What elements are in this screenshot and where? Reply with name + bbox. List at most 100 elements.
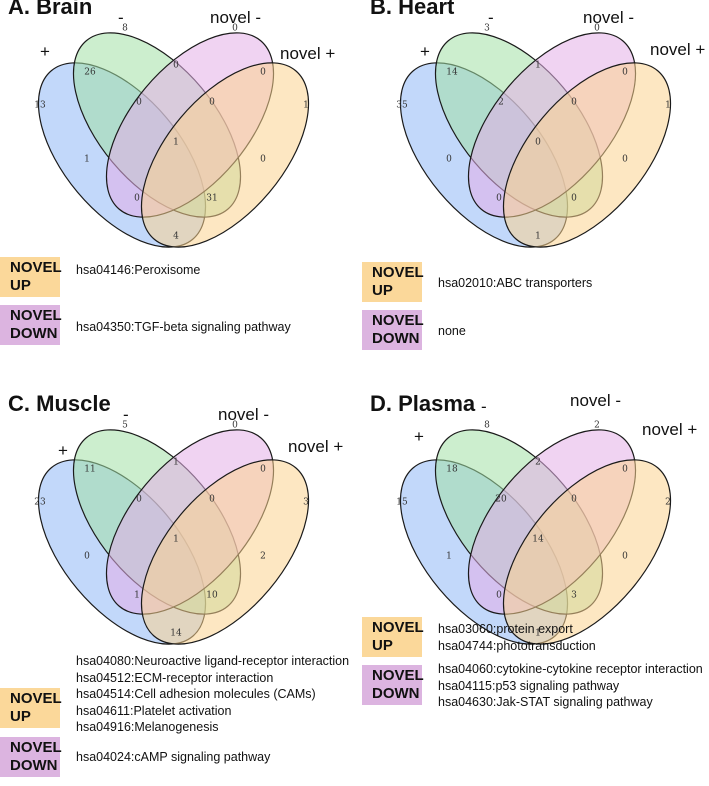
region-count-p-nm-np: 0 bbox=[134, 194, 140, 204]
region-count-m-np: 0 bbox=[622, 552, 628, 562]
novel-down-line2: DOWN bbox=[10, 757, 58, 774]
term: hsa04512:ECM-receptor interaction bbox=[76, 670, 274, 685]
set-ellipse-novel-plus bbox=[140, 459, 310, 645]
region-count-p-nm: 1 bbox=[446, 552, 452, 562]
region-count-pm: 11 bbox=[84, 465, 95, 475]
novel-up-line2: UP bbox=[372, 282, 393, 299]
novel-down-line2: DOWN bbox=[372, 685, 420, 702]
term: hsa04060:cytokine-cytokine receptor inte… bbox=[438, 662, 703, 676]
set-label-minus: - bbox=[123, 405, 129, 424]
novel-down-line1: NOVEL bbox=[372, 312, 424, 329]
region-count-p-nm-np: 0 bbox=[496, 194, 502, 204]
region-count-p-nm-np: 1 bbox=[134, 591, 140, 601]
region-count-nm-np: 0 bbox=[260, 465, 266, 475]
set-label-minus: - bbox=[481, 397, 487, 416]
novel-up-line1: NOVEL bbox=[372, 264, 424, 281]
region-count-p-np: 4 bbox=[173, 232, 179, 242]
region-count-nm: 0 bbox=[232, 24, 238, 34]
region-count-all: 1 bbox=[173, 535, 179, 545]
region-count-p-np: 14 bbox=[170, 629, 182, 639]
region-count-m-nm-np: 0 bbox=[209, 495, 215, 505]
novel-up-line2: UP bbox=[10, 277, 31, 294]
region-count-pm: 18 bbox=[446, 465, 458, 475]
novel-up-line2: UP bbox=[372, 637, 393, 654]
set-ellipse-novel-plus bbox=[502, 62, 672, 248]
set-label-novel-plus: novel + bbox=[650, 40, 706, 59]
term: hsa04611:Platelet activation bbox=[76, 703, 232, 718]
novel-up-terms: hsa04146:Peroxisome bbox=[76, 262, 200, 279]
region-count-nm: 0 bbox=[594, 24, 600, 34]
region-count-p-m-np: 0 bbox=[571, 194, 577, 204]
term: hsa04744:phototransduction bbox=[438, 638, 596, 653]
region-count-p-m-nm: 0 bbox=[136, 495, 142, 505]
region-count-np: 1 bbox=[665, 101, 671, 111]
novel-down-box: NOVEL DOWN bbox=[0, 737, 62, 777]
set-label-novel-minus: novel - bbox=[583, 8, 635, 27]
region-count-nm: 2 bbox=[594, 421, 600, 431]
novel-down-box: NOVEL DOWN bbox=[362, 310, 424, 350]
term: hsa04024:cAMP signaling pathway bbox=[76, 750, 271, 764]
novel-down-line2: DOWN bbox=[372, 330, 420, 347]
region-count-p-m-nm: 20 bbox=[495, 495, 507, 505]
region-count-pm: 14 bbox=[446, 68, 458, 78]
novel-up-terms: hsa03060:protein export hsa04744:phototr… bbox=[438, 621, 596, 654]
novel-down-terms: hsa04350:TGF-beta signaling pathway bbox=[76, 319, 291, 336]
region-count-p-np: 1 bbox=[535, 629, 541, 639]
region-count-m-nm-np: 0 bbox=[571, 98, 577, 108]
term: hsa02010:ABC transporters bbox=[438, 276, 593, 290]
region-count-p-nm: 1 bbox=[84, 155, 90, 165]
term: hsa03060:protein export bbox=[438, 622, 573, 636]
region-count-p: 23 bbox=[34, 498, 46, 508]
panel-title: C. Muscle bbox=[8, 391, 111, 416]
novel-up-box: NOVEL UP bbox=[0, 257, 62, 297]
novel-down-terms: hsa04024:cAMP signaling pathway bbox=[76, 749, 270, 766]
set-label-novel-plus: novel + bbox=[280, 44, 336, 63]
region-count-pm: 26 bbox=[84, 68, 96, 78]
set-label-novel-minus: novel - bbox=[218, 405, 270, 424]
novel-up-box: NOVEL UP bbox=[362, 262, 424, 302]
term: hsa04350:TGF-beta signaling pathway bbox=[76, 320, 291, 334]
region-count-p-nm: 0 bbox=[84, 552, 90, 562]
set-ellipse-novel-plus bbox=[140, 62, 310, 248]
term: hsa04916:Melanogenesis bbox=[76, 720, 219, 734]
set-label-minus: - bbox=[488, 8, 494, 27]
set-label-novel-plus: novel + bbox=[288, 437, 344, 456]
region-count-nm-np: 0 bbox=[260, 68, 266, 78]
region-count-m-nm: 2 bbox=[535, 458, 541, 468]
region-count-m-np: 0 bbox=[260, 155, 266, 165]
region-count-m: 5 bbox=[122, 421, 128, 431]
term: none bbox=[438, 324, 466, 338]
novel-up-line1: NOVEL bbox=[10, 690, 62, 707]
set-ellipse-novel-plus bbox=[502, 459, 672, 645]
region-count-nm-np: 0 bbox=[622, 465, 628, 475]
region-count-np: 1 bbox=[303, 101, 309, 111]
term: hsa04514:Cell adhesion molecules (CAMs) bbox=[76, 687, 316, 701]
region-count-p-m-nm: 2 bbox=[498, 98, 504, 108]
novel-up-line1: NOVEL bbox=[372, 619, 424, 636]
novel-up-box: NOVEL UP bbox=[0, 688, 62, 728]
region-count-p: 35 bbox=[396, 101, 408, 111]
panel-title: A. Brain bbox=[8, 0, 93, 19]
novel-up-terms: hsa04080:Neuroactive ligand-receptor int… bbox=[76, 653, 349, 736]
region-count-p-m-np: 10 bbox=[206, 591, 218, 601]
region-count-p-nm: 0 bbox=[446, 155, 452, 165]
novel-down-terms: hsa04060:cytokine-cytokine receptor inte… bbox=[438, 661, 703, 711]
region-count-m-nm: 1 bbox=[173, 458, 179, 468]
set-label-plus: + bbox=[58, 441, 68, 460]
panel-title: D. Plasma bbox=[370, 391, 476, 416]
region-count-m-nm: 1 bbox=[535, 61, 541, 71]
region-count-m-nm-np: 0 bbox=[571, 495, 577, 505]
set-label-novel-minus: novel - bbox=[210, 8, 262, 27]
novel-down-line1: NOVEL bbox=[372, 667, 424, 684]
set-label-plus: + bbox=[420, 42, 430, 61]
region-count-all: 1 bbox=[173, 138, 179, 148]
region-count-nm-np: 0 bbox=[622, 68, 628, 78]
set-label-novel-minus: novel - bbox=[570, 391, 622, 410]
region-count-m-np: 0 bbox=[622, 155, 628, 165]
